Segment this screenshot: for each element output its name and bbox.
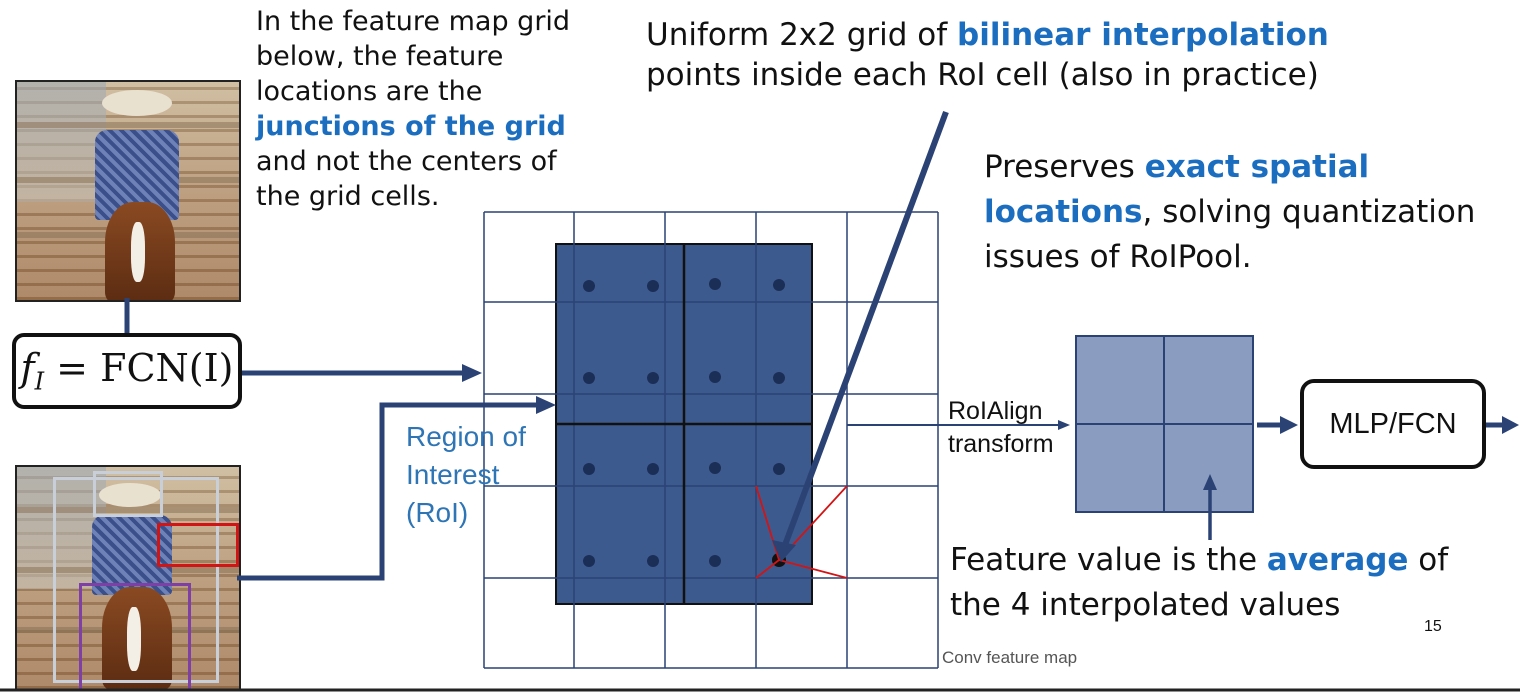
sampling-point [583,372,595,384]
sampling-point [709,555,721,567]
preserves-note-line3: issues of RoIPool. [984,238,1252,275]
feature-map-note-highlight: junctions of the grid [256,111,566,143]
roi-label-line1: Region of [406,421,526,452]
sampling-point [773,463,785,475]
bilinear-pointer-arrow [782,110,949,547]
roi-label-line2: Interest [406,459,500,490]
input-image [15,80,241,302]
average-pointer-arrowhead [1203,474,1217,490]
bilinear-note-highlight: bilinear interpolation [957,17,1329,53]
preserves-note: Preserves exact spatial locations, solvi… [984,145,1504,280]
bbox-gray-person [53,477,219,683]
average-note-line2: the 4 interpolated values [950,586,1341,623]
preserves-note-highlight-a: exact spatial [1144,149,1370,185]
cowboy-hat [102,90,172,116]
sampling-point [583,555,595,567]
cowboy-hat [99,483,161,507]
roialign-label-line2: transform [948,430,1054,458]
fence-rail [17,122,239,128]
feature-map-note-line5: and not the centers of [256,146,557,178]
output-to-mlp-arrowhead [1280,416,1298,434]
bbox-gray-head [93,471,163,517]
feature-map-note-line6: the grid cells. [256,181,440,213]
sampling-point [583,280,595,292]
roi-projection-arrow [237,402,543,581]
formula-to-featuremap-arrowhead [462,364,482,382]
preserves-note-prefix: Preserves [984,149,1145,185]
bilinear-pointer-arrowhead [772,540,796,562]
preserves-note-highlight-b: locations [984,193,1143,230]
roi-label-line3: (RoI) [406,497,468,528]
preserves-note-suffix: , solving quantization [1142,193,1476,230]
feature-map-note-line2: below, the feature [256,41,504,73]
fcn-formula-box: fI = FCN(I) [12,333,242,409]
mlp-fcn-label: MLP/FCN [1329,407,1457,440]
bilinear-note-line1: Uniform 2x2 grid of bilinear interpolati… [646,15,1366,55]
roi-projection-arrowhead [536,396,556,414]
roialign-arrowhead [1058,420,1070,430]
horse-blaze [127,607,141,671]
sampling-point [647,280,659,292]
average-note-highlight: average [1266,542,1409,578]
sampling-point [773,372,785,384]
conv-feature-map-label: Conv feature map [942,648,1077,667]
sampling-point [647,555,659,567]
fcn-formula: fI = FCN(I) [20,346,234,396]
mlp-fcn-box: MLP/FCN [1300,379,1486,469]
sampling-point [709,462,721,474]
feature-map-note-line1: In the feature map grid [256,6,571,37]
preserves-note-line1: Preserves exact spatial [984,145,1504,190]
average-note-suffix: of [1408,542,1449,578]
sampling-point [647,463,659,475]
sampling-point [709,278,721,290]
bbox-purple [79,583,191,689]
feature-map-note: In the feature map grid below, the featu… [256,4,596,215]
average-note-line1: Feature value is the average of [950,538,1470,583]
sampling-points [583,278,786,567]
sampling-point [709,371,721,383]
preserves-note-line2: locations, solving quantization [984,190,1504,235]
roialign-label-line1: RoIAlign [948,397,1043,425]
horse-blaze [131,222,145,282]
sampling-point [583,463,595,475]
bilinear-note-line2: points inside each RoI cell (also in pra… [646,57,1319,94]
feature-map-note-line3: locations are the [256,76,483,108]
sampling-point [773,279,785,291]
bilinear-note-prefix: Uniform 2x2 grid of [646,17,958,53]
fence-rail [17,507,239,513]
sampling-point [647,372,659,384]
page-number: 15 [1424,618,1442,635]
bbox-red [157,523,239,567]
mlp-output-arrowhead [1502,416,1519,434]
average-note: Feature value is the average of the 4 in… [950,538,1470,628]
interpolation-line [778,559,848,579]
average-note-prefix: Feature value is the [950,542,1267,578]
bilinear-note: Uniform 2x2 grid of bilinear interpolati… [646,15,1366,96]
interpolation-line [755,559,780,579]
feature-map-grid [483,211,939,669]
